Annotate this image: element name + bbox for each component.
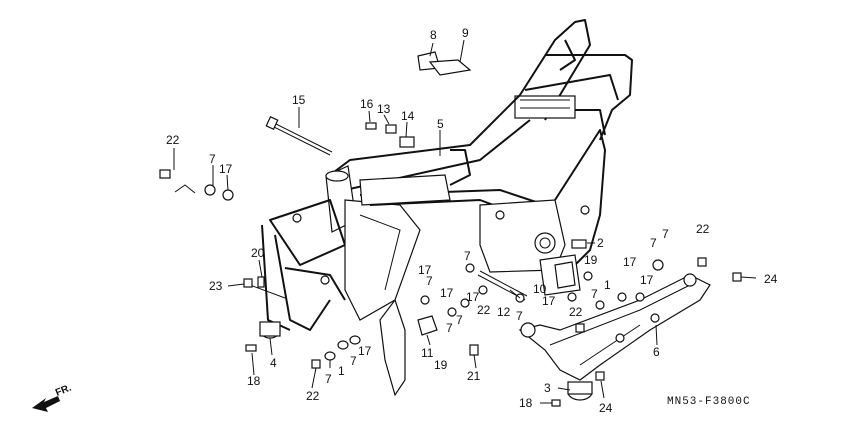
- callout-17-h: 17: [542, 294, 556, 308]
- callout-23: 23: [209, 279, 223, 293]
- callout-3: 3: [544, 381, 551, 395]
- callout-7-f: 7: [446, 321, 453, 335]
- callout-17-b: 17: [358, 344, 372, 358]
- callout-7-d: 7: [426, 274, 433, 288]
- callout-19-b: 19: [584, 253, 598, 267]
- callout-7-b: 7: [325, 372, 332, 386]
- callout-7-j: 7: [662, 227, 669, 241]
- callout-7-c: 7: [350, 354, 357, 368]
- callout-19-a: 19: [434, 358, 448, 372]
- callout-13: 13: [377, 102, 391, 116]
- callout-7-k: 7: [591, 287, 598, 301]
- callout-18-a: 18: [247, 374, 261, 388]
- callout-1-a: 1: [338, 364, 345, 378]
- front-arrow-icon: [32, 396, 60, 412]
- callout-7-h: 7: [516, 309, 523, 323]
- callout-22-a: 22: [166, 133, 180, 147]
- diagram-code: MN53-F3800C: [667, 396, 751, 408]
- front-direction-indicator: FR.: [32, 382, 73, 412]
- callout-7-g: 7: [456, 313, 463, 327]
- callout-7-i: 7: [650, 236, 657, 250]
- callout-11: 11: [421, 346, 434, 360]
- callout-20: 20: [251, 246, 265, 260]
- callout-17-g: 17: [640, 273, 654, 287]
- callout-1-b: 1: [604, 278, 611, 292]
- callout-2: 2: [597, 236, 604, 250]
- callout-labels: 8 9 15 16 13 14 5 22 7 17 20 23 4 18 7 1…: [166, 26, 778, 415]
- callout-18-b: 18: [519, 396, 533, 410]
- callout-21: 21: [467, 369, 481, 383]
- leader-lines: [173, 39, 757, 404]
- callout-14: 14: [401, 109, 415, 123]
- callout-9: 9: [462, 26, 469, 40]
- callout-6: 6: [653, 345, 660, 359]
- callout-15: 15: [292, 93, 306, 107]
- callout-17-f: 17: [623, 255, 637, 269]
- callout-7-a: 7: [209, 152, 216, 166]
- callout-24-a: 24: [764, 272, 778, 286]
- callout-17-a: 17: [219, 162, 233, 176]
- callout-17-d: 17: [440, 286, 454, 300]
- callout-22-d: 22: [696, 222, 710, 236]
- callout-22-b: 22: [306, 389, 320, 403]
- callout-17-e: 17: [466, 290, 480, 304]
- callout-17-c: 17: [418, 263, 432, 277]
- callout-22-e: 22: [569, 305, 583, 319]
- callout-4: 4: [270, 356, 277, 370]
- callout-16: 16: [360, 97, 374, 111]
- callout-5: 5: [437, 117, 444, 131]
- callout-10: 10: [533, 282, 547, 296]
- callout-8: 8: [430, 28, 437, 42]
- front-direction-label: FR.: [54, 382, 73, 398]
- callout-24-b: 24: [599, 401, 613, 415]
- callout-12: 12: [497, 305, 511, 319]
- right-side-frame: [518, 273, 711, 381]
- callout-7-e: 7: [464, 249, 471, 263]
- callout-22-c: 22: [477, 303, 491, 317]
